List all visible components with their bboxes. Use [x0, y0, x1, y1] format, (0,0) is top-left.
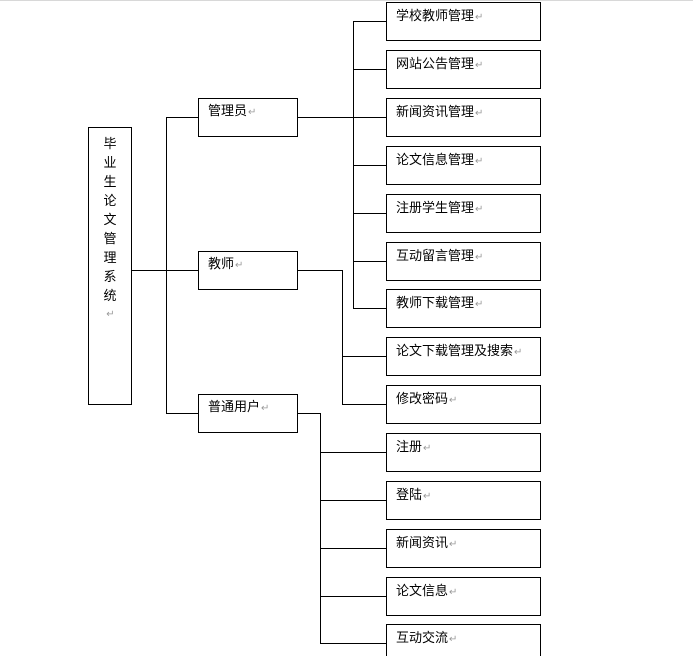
function-label: 注册 — [396, 440, 423, 455]
admin-function-node: 互动留言管理↵ — [386, 242, 541, 281]
paragraph-mark: ↵ — [449, 395, 458, 406]
function-label: 新闻资讯管理 — [396, 105, 475, 120]
role-node-user: 普通用户↵ — [198, 394, 298, 433]
function-label: 互动留言管理 — [396, 249, 475, 264]
teacher-function-node: 修改密码↵ — [386, 385, 541, 424]
admin-function-node: 新闻资讯管理↵ — [386, 98, 541, 137]
paragraph-mark: ↵ — [106, 309, 115, 320]
function-label: 学校教师管理 — [396, 9, 475, 24]
user-function-node: 登陆↵ — [386, 481, 541, 520]
user-function-node: 注册↵ — [386, 433, 541, 472]
paragraph-mark: ↵ — [248, 107, 257, 118]
paragraph-mark: ↵ — [475, 252, 484, 263]
paragraph-mark: ↵ — [235, 260, 244, 271]
admin-function-node: 论文信息管理↵ — [386, 146, 541, 185]
function-label: 登陆 — [396, 488, 423, 503]
paragraph-mark: ↵ — [449, 587, 458, 598]
function-label: 注册学生管理 — [396, 201, 475, 216]
admin-function-node: 注册学生管理↵ — [386, 194, 541, 233]
paragraph-mark: ↵ — [475, 12, 484, 23]
paragraph-mark: ↵ — [514, 347, 523, 358]
paragraph-mark: ↵ — [475, 108, 484, 119]
paragraph-mark: ↵ — [475, 156, 484, 167]
function-label: 新闻资讯 — [396, 536, 449, 551]
paragraph-mark: ↵ — [475, 299, 484, 310]
paragraph-mark: ↵ — [423, 491, 432, 502]
function-label: 修改密码 — [396, 392, 449, 407]
paragraph-mark: ↵ — [449, 539, 458, 550]
user-function-node: 论文信息↵ — [386, 577, 541, 616]
admin-function-node: 网站公告管理↵ — [386, 50, 541, 89]
paragraph-mark: ↵ — [423, 443, 432, 454]
function-label: 论文信息 — [396, 584, 449, 599]
paragraph-mark: ↵ — [475, 204, 484, 215]
admin-function-node: 教师下载管理↵ — [386, 289, 541, 328]
function-label: 论文下载管理及搜索 — [396, 344, 514, 359]
user-function-node: 互动交流↵ — [386, 624, 541, 656]
role-label: 普通用户 — [208, 400, 261, 415]
role-label: 教师 — [208, 257, 235, 272]
role-node-teacher: 教师↵ — [198, 251, 298, 290]
function-label: 论文信息管理 — [396, 153, 475, 168]
function-label: 互动交流 — [396, 631, 449, 646]
paragraph-mark: ↵ — [449, 634, 458, 645]
paragraph-mark: ↵ — [475, 60, 484, 71]
role-node-admin: 管理员↵ — [198, 98, 298, 137]
admin-function-node: 学校教师管理↵ — [386, 2, 541, 41]
root-label: 毕业生论文管理系统 — [103, 137, 117, 304]
teacher-function-node: 论文下载管理及搜索↵ — [386, 337, 541, 376]
paragraph-mark: ↵ — [261, 403, 270, 414]
function-label: 教师下载管理 — [396, 296, 475, 311]
user-function-node: 新闻资讯↵ — [386, 529, 541, 568]
role-label: 管理员 — [208, 104, 248, 119]
root-node: 毕业生论文管理系统 ↵ — [88, 127, 132, 405]
function-label: 网站公告管理 — [396, 57, 475, 72]
